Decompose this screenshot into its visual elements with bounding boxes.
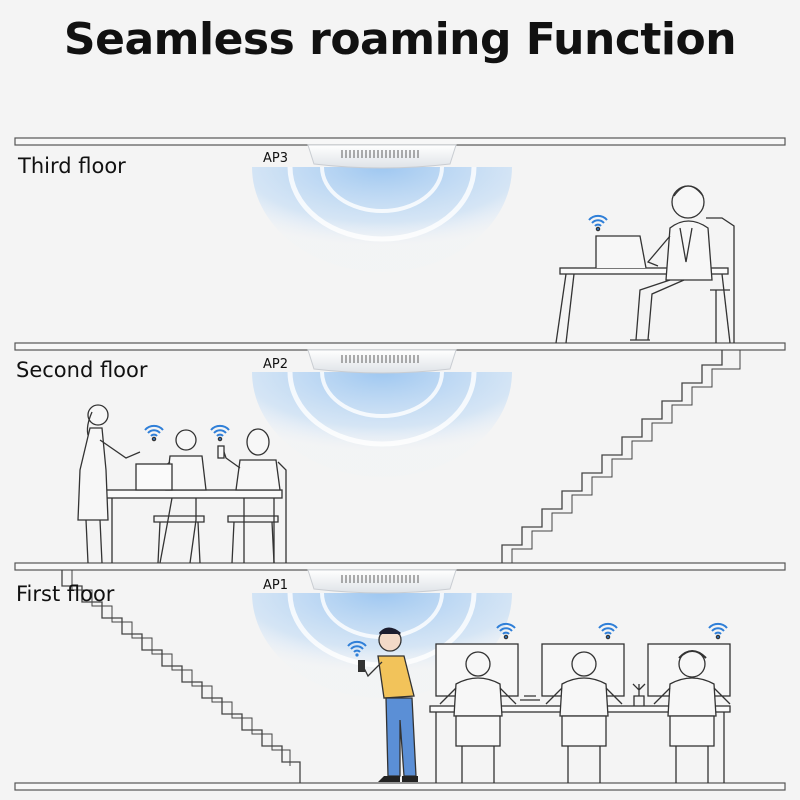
wifi-icon — [588, 214, 608, 232]
first-floor-label: First floor — [16, 582, 115, 606]
ap2-label: AP2 — [263, 357, 289, 372]
third-floor-worker — [555, 185, 735, 344]
first-floor-workstations — [429, 622, 731, 783]
staircase-lower — [61, 570, 301, 783]
ap3-label: AP3 — [263, 151, 289, 166]
first-floor-slab — [14, 782, 786, 791]
staircase-upper — [501, 350, 723, 563]
second-floor-slab — [14, 562, 786, 571]
ap1-label: AP1 — [263, 578, 289, 593]
roaming-user — [347, 627, 418, 782]
roof-slab — [14, 137, 786, 146]
wifi-icon — [708, 622, 728, 640]
ap3-device — [307, 144, 457, 169]
second-floor-group — [77, 404, 287, 564]
third-floor-label: Third floor — [18, 154, 126, 178]
ap2-coverage — [252, 371, 512, 477]
wifi-icon — [210, 424, 230, 442]
wifi-icon — [598, 622, 618, 640]
ap3-coverage — [252, 166, 512, 272]
third-floor-slab — [14, 342, 786, 351]
ap2-device — [307, 349, 457, 374]
ap1-device — [307, 569, 457, 594]
staircase-lower-edge — [71, 570, 291, 766]
second-floor-label: Second floor — [16, 358, 148, 382]
wifi-icon — [144, 424, 164, 442]
staircase-upper-edge — [511, 350, 741, 563]
diagram-title: Seamless roaming Function — [63, 14, 737, 65]
